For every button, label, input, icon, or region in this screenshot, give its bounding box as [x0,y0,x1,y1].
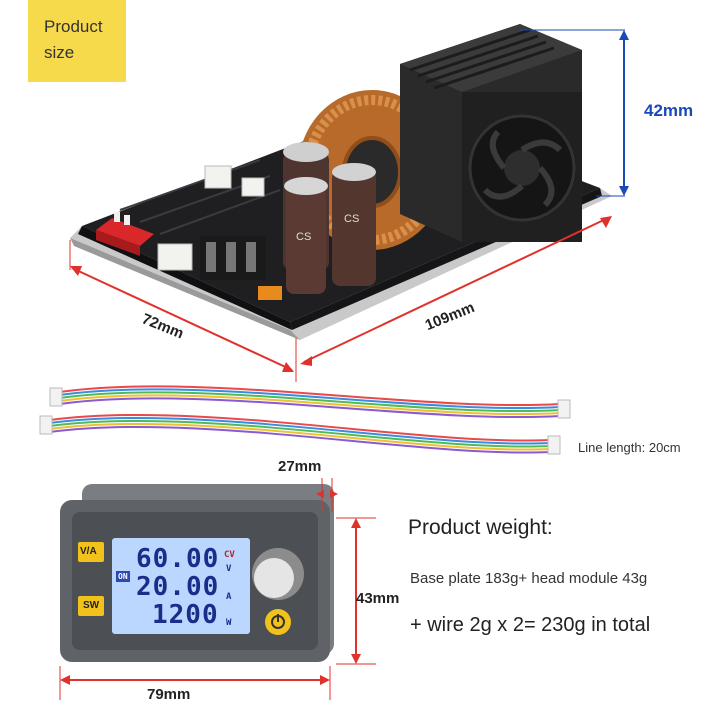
unit-a: A [226,592,232,602]
cv-indicator: CV [224,550,235,560]
weight-title: Product weight: [408,516,553,539]
va-button-label: V/A [80,546,97,557]
fan-heatsink [400,24,582,242]
head-width-label: 79mm [147,686,191,703]
weight-total: + wire 2g x 2= 230g in total [410,614,651,636]
badge-line2: size [44,43,75,62]
va-button-shape [78,542,104,562]
product-size-badge: Product size [28,0,126,82]
head-depth-label: 27mm [278,458,322,475]
on-indicator: ON [116,571,130,582]
unit-v: V [226,564,232,574]
badge-line1: Product [44,17,103,36]
ribbon-wires [39,385,571,455]
svg-text:CS: CS [344,213,359,225]
unit-w: W [226,618,232,628]
lcd-screen [112,538,250,634]
line-length-note: Line length: 20cm [578,440,681,455]
capacitors: CS CS [283,142,376,294]
voltage-readout: 60.00 [136,544,220,574]
sw-button-shape [78,596,104,616]
connectors [157,165,282,300]
power-readout: 1200 [152,600,219,630]
head-module [60,484,334,662]
dimension-height-line [520,29,629,197]
svg-text:CS: CS [296,231,311,243]
dip-switch [96,212,154,256]
head-height-label: 43mm [356,590,400,607]
current-readout: 20.00 [136,572,220,602]
dimension-head-lines [59,478,376,700]
sw-button-label: SW [83,600,100,611]
weight-detail: Base plate 183g+ head module 43g [410,570,648,587]
height-dimension-label: 42mm [644,101,694,120]
dimension-board-lines [69,216,612,382]
